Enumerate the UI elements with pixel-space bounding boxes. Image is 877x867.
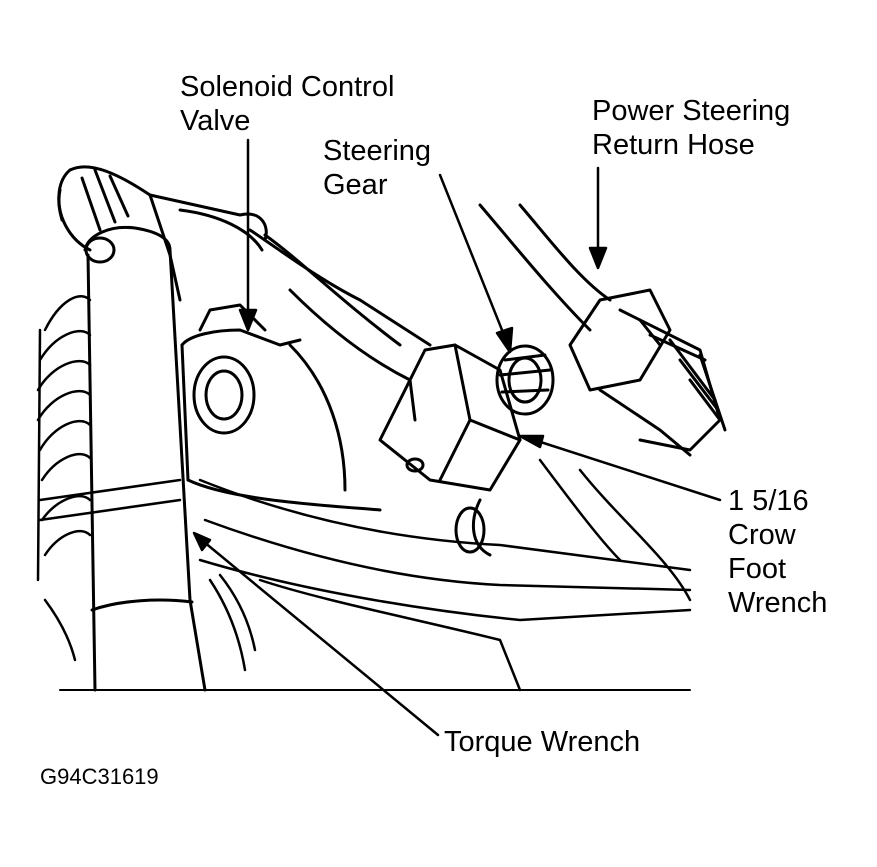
steering-gear-body: [180, 228, 432, 512]
solenoid-label-line-2: Valve: [180, 105, 251, 137]
arrow-gear: [495, 326, 514, 354]
arrow-crow: [518, 434, 545, 449]
solenoid-valve-label: Solenoid Control Valve: [180, 70, 394, 138]
gear-label-line-1: Steering: [323, 135, 432, 167]
arrow-hose: [588, 246, 608, 270]
lower-structure: [38, 458, 692, 692]
torque-wrench: [83, 225, 207, 692]
fitting-nut: [454, 344, 555, 557]
arrow-torque: [192, 531, 212, 552]
torque-wrench-label: Torque Wrench: [444, 726, 641, 758]
crow-label-line-1: 1 5/16: [728, 485, 809, 517]
hose-label-line-2: Return Hose: [592, 129, 755, 161]
figure-code: G94C31619: [40, 764, 159, 789]
crow-foot-wrench-label: 1 5/16 Crow Foot Wrench: [728, 484, 827, 620]
leader-lines: [192, 138, 722, 737]
wrench-shaft: [263, 233, 417, 422]
arrow-solenoid: [238, 308, 258, 332]
leader-torque: [196, 535, 440, 737]
solenoid-label-line-1: Solenoid Control: [180, 71, 395, 103]
hose-label-line-1: Power Steering: [592, 95, 791, 127]
crow-label-line-4: Wrench: [728, 587, 828, 619]
crow-label-line-2: Crow: [728, 519, 796, 551]
return-hose: [478, 203, 727, 457]
return-hose-label: Power Steering Return Hose: [592, 94, 790, 162]
leader-gear: [438, 173, 510, 347]
crow-label-line-3: Foot: [728, 553, 787, 585]
left-coil-hose: [36, 295, 92, 662]
gear-label-line-2: Gear: [323, 169, 388, 201]
leader-crow: [523, 435, 722, 502]
steering-gear-label: Steering Gear: [323, 134, 431, 202]
crow-foot-head: [378, 343, 522, 492]
